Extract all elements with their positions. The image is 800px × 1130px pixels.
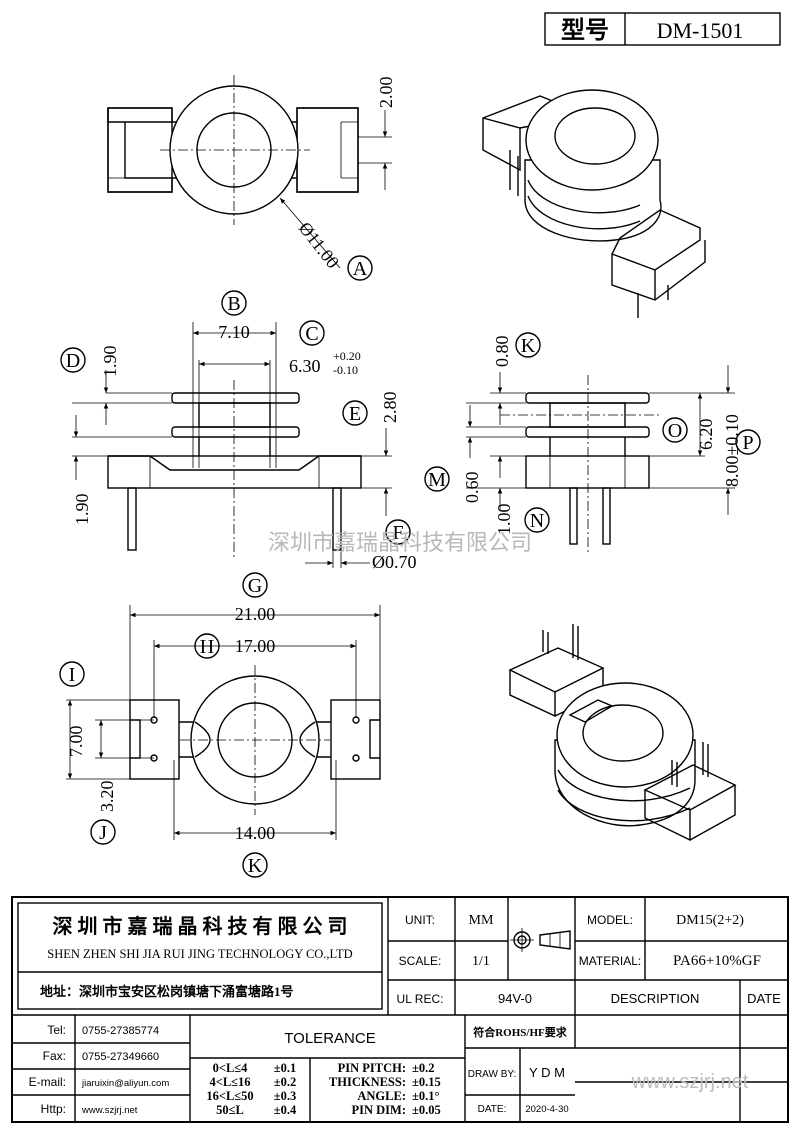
- dim-g-width: 21.00: [235, 604, 276, 624]
- callout-g: G: [248, 575, 262, 597]
- date-header: DATE: [747, 991, 781, 1006]
- company-cn: 深 圳 市 嘉 瑞 晶 科 技 有 限 公 司: [53, 914, 348, 938]
- callout-p: P: [742, 432, 753, 454]
- bottom-view: 21.00 17.00 7.00 3.20 14.00 G H: [59, 572, 381, 878]
- callout-d: D: [66, 350, 80, 372]
- tol-range-4: 50≤L: [216, 1103, 244, 1117]
- tel-value: 0755-27385774: [82, 1025, 159, 1037]
- tol-range-3: 16<L≤50: [206, 1089, 253, 1103]
- iso-view-top: [482, 89, 706, 318]
- dim-dia-outer: Ø11.00: [295, 218, 343, 272]
- spec-tol-1: ±0.2: [412, 1061, 435, 1075]
- dim-d-height: 1.90: [100, 346, 120, 378]
- fax-value: 0755-27349660: [82, 1051, 159, 1063]
- company-address: 地址：深圳市宝安区松岗镇塘下涌富塘路1号: [40, 984, 294, 999]
- dim-c-width: 6.30: [289, 356, 321, 376]
- dim-e-height: 2.80: [380, 392, 400, 424]
- watermark: 深圳市嘉瑞晶科技有限公司: [268, 530, 532, 555]
- spec-name-3: ANGLE:: [357, 1089, 406, 1103]
- dim-k-width: 14.00: [235, 823, 276, 843]
- callout-k: K: [248, 855, 263, 877]
- email-label: E-mail:: [29, 1075, 66, 1089]
- callout-c: C: [305, 323, 318, 345]
- model-value: DM15(2+2): [676, 913, 744, 928]
- http-value: www.szjrj.net: [81, 1105, 138, 1116]
- scale-label: SCALE:: [399, 954, 442, 968]
- rohs-note: 符合ROHS/HF要求: [473, 1025, 568, 1039]
- tol-value-2: ±0.2: [274, 1075, 297, 1089]
- spec-tol-4: ±0.05: [412, 1103, 441, 1117]
- tolerance-table: 0<L≤4 ±0.1 4<L≤16 ±0.2 16<L≤50 ±0.3 50≤L…: [206, 1061, 440, 1117]
- unit-value: MM: [469, 913, 494, 928]
- dim-n: 1.00: [494, 504, 514, 536]
- dim-bottom-height: 1.90: [72, 494, 92, 526]
- model-box-label: 型号: [561, 17, 609, 44]
- dim-o: 6.20: [696, 419, 716, 451]
- company-en: SHEN ZHEN SHI JIA RUI JING TECHNOLOGY CO…: [47, 947, 352, 961]
- ul-label: UL REC:: [397, 992, 444, 1006]
- projection-symbol: [510, 928, 571, 952]
- callout-f: F: [392, 522, 403, 544]
- iso-view-bottom: [508, 624, 737, 842]
- dim-m: 0.60: [462, 472, 482, 504]
- callout-j: J: [99, 822, 107, 844]
- model-label: MODEL:: [587, 913, 633, 927]
- side-view: 0.80 0.60 1.00 6.20 8.00±0.10 K O P M N: [424, 332, 761, 555]
- email-value: jiaruixin@aliyun.com: [81, 1078, 169, 1089]
- date-value: 2020-4-30: [525, 1104, 568, 1115]
- dim-f-pin: Ø0.70: [372, 552, 417, 572]
- website-watermark: www.szjrj.net: [631, 1071, 749, 1093]
- callout-o: O: [668, 420, 682, 442]
- dim-j-height: 3.20: [97, 781, 117, 813]
- callout-a: A: [353, 258, 368, 280]
- spec-name-4: PIN DIM:: [351, 1103, 406, 1117]
- tel-label: Tel:: [47, 1023, 66, 1037]
- spec-name-2: THICKNESS:: [329, 1075, 406, 1089]
- callout-e: E: [349, 403, 361, 425]
- scale-value: 1/1: [472, 954, 490, 969]
- spec-name-1: PIN PITCH:: [338, 1061, 406, 1075]
- tol-value-4: ±0.4: [274, 1103, 297, 1117]
- tolerance-title: TOLERANCE: [284, 1030, 375, 1047]
- ul-value: 94V-0: [498, 991, 532, 1006]
- dim-p: 8.00±0.10: [722, 414, 742, 487]
- top-view: 2.00 Ø11.00 A: [107, 75, 396, 281]
- tol-value-3: ±0.3: [274, 1089, 297, 1103]
- callout-l: K: [521, 335, 536, 357]
- title-block: 深 圳 市 嘉 瑞 晶 科 技 有 限 公 司 SHEN ZHEN SHI JI…: [11, 896, 789, 1123]
- description-label: DESCRIPTION: [611, 991, 700, 1006]
- callout-b: B: [227, 293, 240, 315]
- date-label: DATE:: [478, 1104, 507, 1115]
- dim-i-height: 7.00: [66, 726, 86, 758]
- tol-value-1: ±0.1: [274, 1061, 297, 1075]
- dim-h-width: 17.00: [235, 636, 276, 656]
- callout-n: N: [530, 510, 544, 532]
- draw-by-label: DRAW BY:: [468, 1069, 517, 1080]
- spec-tol-3: ±0.1°: [412, 1089, 439, 1103]
- http-label: Http:: [41, 1102, 66, 1116]
- material-label: MATERIAL:: [579, 954, 641, 968]
- fax-label: Fax:: [43, 1049, 66, 1063]
- draw-by-value: Y D M: [529, 1065, 565, 1080]
- dim-c-tol-plus: +0.20: [333, 349, 361, 363]
- callout-h: H: [200, 636, 214, 658]
- dim-l: 0.80: [492, 336, 512, 368]
- dim-b-width: 7.10: [218, 322, 250, 342]
- unit-label: UNIT:: [405, 913, 435, 927]
- model-box: 型号 DM-1501: [544, 12, 781, 46]
- callout-i: I: [69, 664, 76, 686]
- tol-range-1: 0<L≤4: [213, 1061, 249, 1075]
- front-view: 7.10 6.30 +0.20 -0.10 1.90 1.90 2.80: [60, 290, 417, 572]
- callout-m: M: [428, 469, 446, 491]
- material-value: PA66+10%GF: [673, 953, 761, 969]
- tol-range-2: 4<L≤16: [209, 1075, 250, 1089]
- dim-c-tol-minus: -0.10: [333, 363, 358, 377]
- model-box-value: DM-1501: [657, 18, 744, 43]
- spec-tol-2: ±0.15: [412, 1075, 441, 1089]
- dim-top-width: 2.00: [376, 77, 396, 109]
